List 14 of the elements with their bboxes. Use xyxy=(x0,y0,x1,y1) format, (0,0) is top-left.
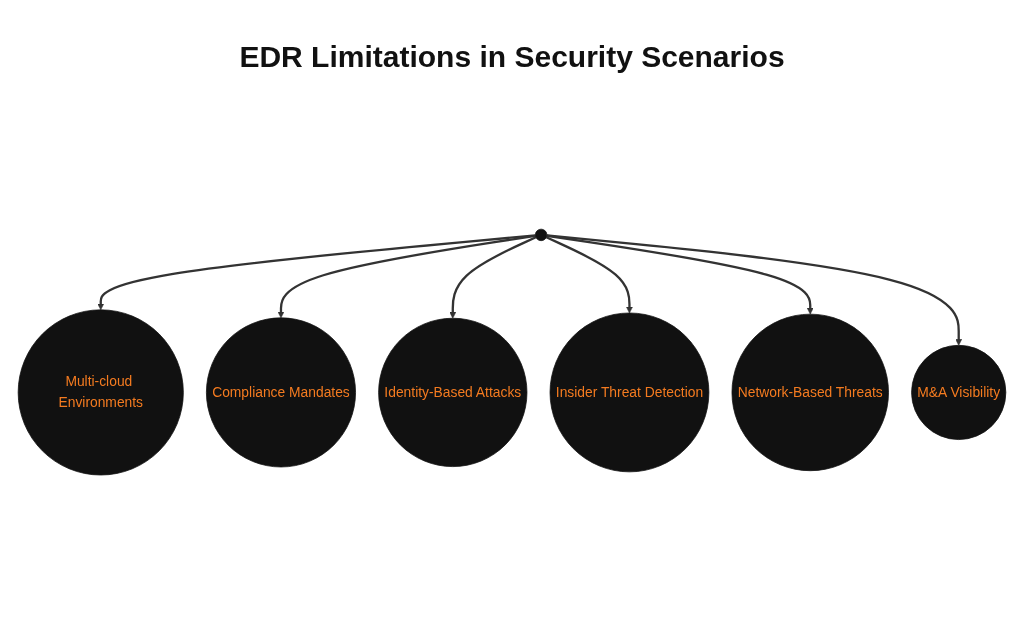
node-circle: Identity-Based Attacks xyxy=(378,318,528,468)
arrow xyxy=(545,236,633,314)
arrow xyxy=(449,236,537,319)
arrow xyxy=(546,234,963,346)
node-circle: Insider Threat Detection xyxy=(549,313,710,473)
arrow xyxy=(546,235,814,315)
node-circle: Network-Based Threats xyxy=(731,314,889,472)
node-circle: Compliance Mandates xyxy=(206,317,356,468)
arrow xyxy=(97,234,536,311)
arrow xyxy=(277,235,536,319)
node-circle xyxy=(534,229,548,242)
node-circle: M&A Visibility xyxy=(911,345,1007,441)
node-circle: Multi-cloud Environments xyxy=(17,309,184,476)
diagram-title: EDR Limitations in Security Scenarios xyxy=(239,40,785,74)
